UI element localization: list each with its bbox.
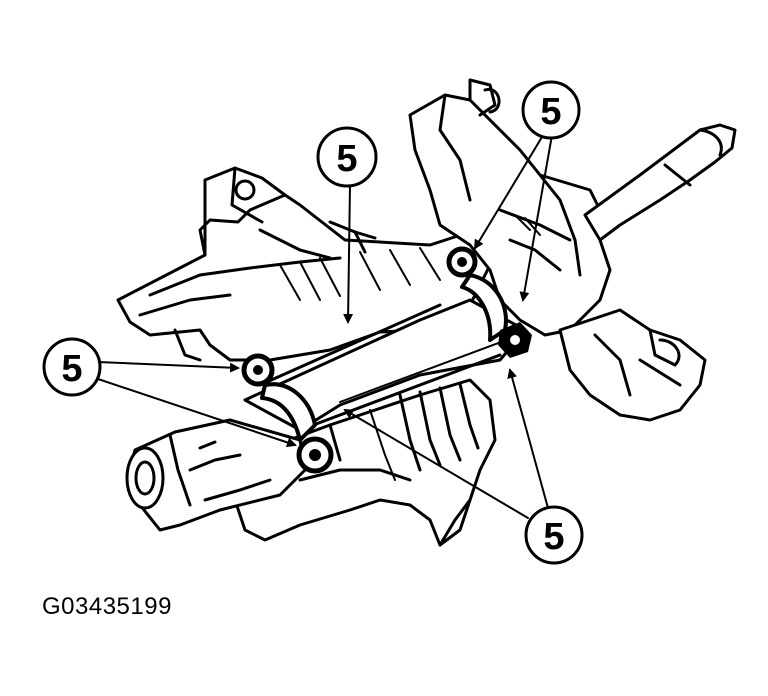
- figure-id-label: G03435199: [42, 593, 172, 620]
- nut-upper-right: [446, 246, 478, 278]
- callout-label-top-center: 5: [336, 138, 357, 180]
- leader-line-top-right-b: [519, 134, 553, 302]
- leader-line-left-a: [97, 361, 240, 373]
- lower-right-connector: [558, 308, 707, 422]
- callout-top-center: 5: [316, 126, 378, 324]
- callout-bubble-left: [42, 337, 102, 397]
- nut-lower-left: [296, 436, 334, 474]
- upper-right-bracket: [408, 78, 612, 337]
- clamp-right: [460, 273, 508, 342]
- leader-line-bottom-right-a: [343, 408, 529, 519]
- leader-line-top-center: [343, 184, 354, 324]
- callout-bubble-top-right: [521, 80, 581, 140]
- nut-upper-left: [241, 353, 275, 387]
- callout-label-top-right: 5: [540, 91, 561, 133]
- callout-left: 5: [42, 337, 297, 448]
- clamp-left: [260, 382, 317, 442]
- nut-lower-right: [498, 322, 532, 358]
- leader-line-left-b: [94, 377, 297, 448]
- upper-mounting-bracket: [116, 166, 502, 362]
- callout-bubble-bottom-right: [524, 505, 584, 565]
- multifunction-lever: [583, 123, 737, 242]
- callout-top-right: 5: [473, 80, 581, 302]
- leader-line-bottom-right-b: [507, 368, 549, 509]
- callout-label-left: 5: [61, 348, 82, 390]
- callout-bubble-top-center: [316, 126, 378, 188]
- callout-bottom-right: 5: [343, 368, 584, 565]
- leader-line-top-right-a: [473, 131, 546, 250]
- lower-shaft: [125, 418, 307, 532]
- lower-column-housing: [233, 378, 497, 547]
- callout-label-bottom-right: 5: [543, 516, 564, 558]
